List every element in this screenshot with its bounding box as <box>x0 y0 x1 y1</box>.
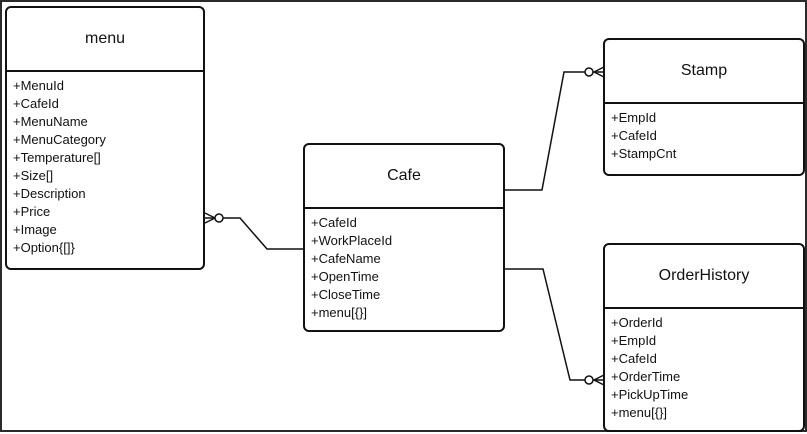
entity-field: +CafeId <box>611 351 657 366</box>
entity-field: +MenuCategory <box>13 132 106 147</box>
connector-line <box>505 268 604 381</box>
entity-field: +CafeId <box>611 128 657 143</box>
entity-field: +menu[{}] <box>311 305 368 320</box>
entity-field: +menu[{}] <box>611 405 668 420</box>
entity-field: +Size[] <box>13 168 54 183</box>
entity-field: +Temperature[] <box>13 150 101 165</box>
entity-field: +StampCnt <box>611 146 677 161</box>
entity-stamp[interactable]: Stamp +EmpId +CafeId +StampCnt <box>603 38 805 176</box>
entity-header: Cafe <box>305 145 503 209</box>
entity-field: +Description <box>13 186 86 201</box>
crow-foot-mark <box>593 66 605 73</box>
entity-field-list: +MenuId +CafeId +MenuName +MenuCategory … <box>7 72 203 257</box>
entity-field: +OrderTime <box>611 369 681 384</box>
entity-title: Cafe <box>387 167 421 184</box>
entity-field: +WorkPlaceId <box>311 233 393 248</box>
entity-title: menu <box>84 30 126 47</box>
entity-header: menu <box>7 8 203 72</box>
entity-title: Stamp <box>680 62 728 79</box>
entity-field: +Price <box>13 204 51 219</box>
entity-field: +OpenTime <box>311 269 379 284</box>
connector-line <box>505 71 604 191</box>
relationship-cafe-order-history <box>505 268 605 386</box>
entity-header: Stamp <box>605 40 803 104</box>
entity-field: +CafeId <box>311 215 357 230</box>
relationship-cafe-menu <box>204 212 304 250</box>
zero-marker <box>584 67 594 77</box>
entity-field: +CafeId <box>13 96 59 111</box>
entity-field: +Option{[]} <box>13 240 75 255</box>
entity-order-history[interactable]: OrderHistory +OrderId +EmpId +CafeId +Or… <box>603 243 805 432</box>
entity-field: +CafeName <box>311 251 381 266</box>
entity-field-list: +OrderId +EmpId +CafeId +OrderTime +Pick… <box>605 309 803 422</box>
entity-field-list: +EmpId +CafeId +StampCnt <box>605 104 803 163</box>
crow-foot-mark <box>593 379 605 386</box>
zero-marker <box>584 375 594 385</box>
entity-title: OrderHistory <box>658 267 750 284</box>
entity-field: +MenuId <box>13 78 64 93</box>
entity-field: +EmpId <box>611 333 657 348</box>
entity-cafe[interactable]: Cafe +CafeId +WorkPlaceId +CafeName +Ope… <box>303 143 505 332</box>
relationship-cafe-stamp <box>505 66 605 191</box>
entity-field: +CloseTime <box>311 287 381 302</box>
crow-foot-mark <box>593 71 605 78</box>
entity-field: +MenuName <box>13 114 88 129</box>
zero-marker <box>214 213 224 223</box>
crow-foot-mark <box>204 212 216 219</box>
crow-foot-mark <box>204 217 216 224</box>
entity-field: +EmpId <box>611 110 657 125</box>
crow-foot-mark <box>593 374 605 381</box>
entity-field: +Image <box>13 222 57 237</box>
entity-header: OrderHistory <box>605 245 803 309</box>
entity-field: +OrderId <box>611 315 663 330</box>
entity-field: +PickUpTime <box>611 387 689 402</box>
entity-menu[interactable]: menu +MenuId +CafeId +MenuName +MenuCate… <box>5 6 205 270</box>
entity-field-list: +CafeId +WorkPlaceId +CafeName +OpenTime… <box>305 209 503 322</box>
